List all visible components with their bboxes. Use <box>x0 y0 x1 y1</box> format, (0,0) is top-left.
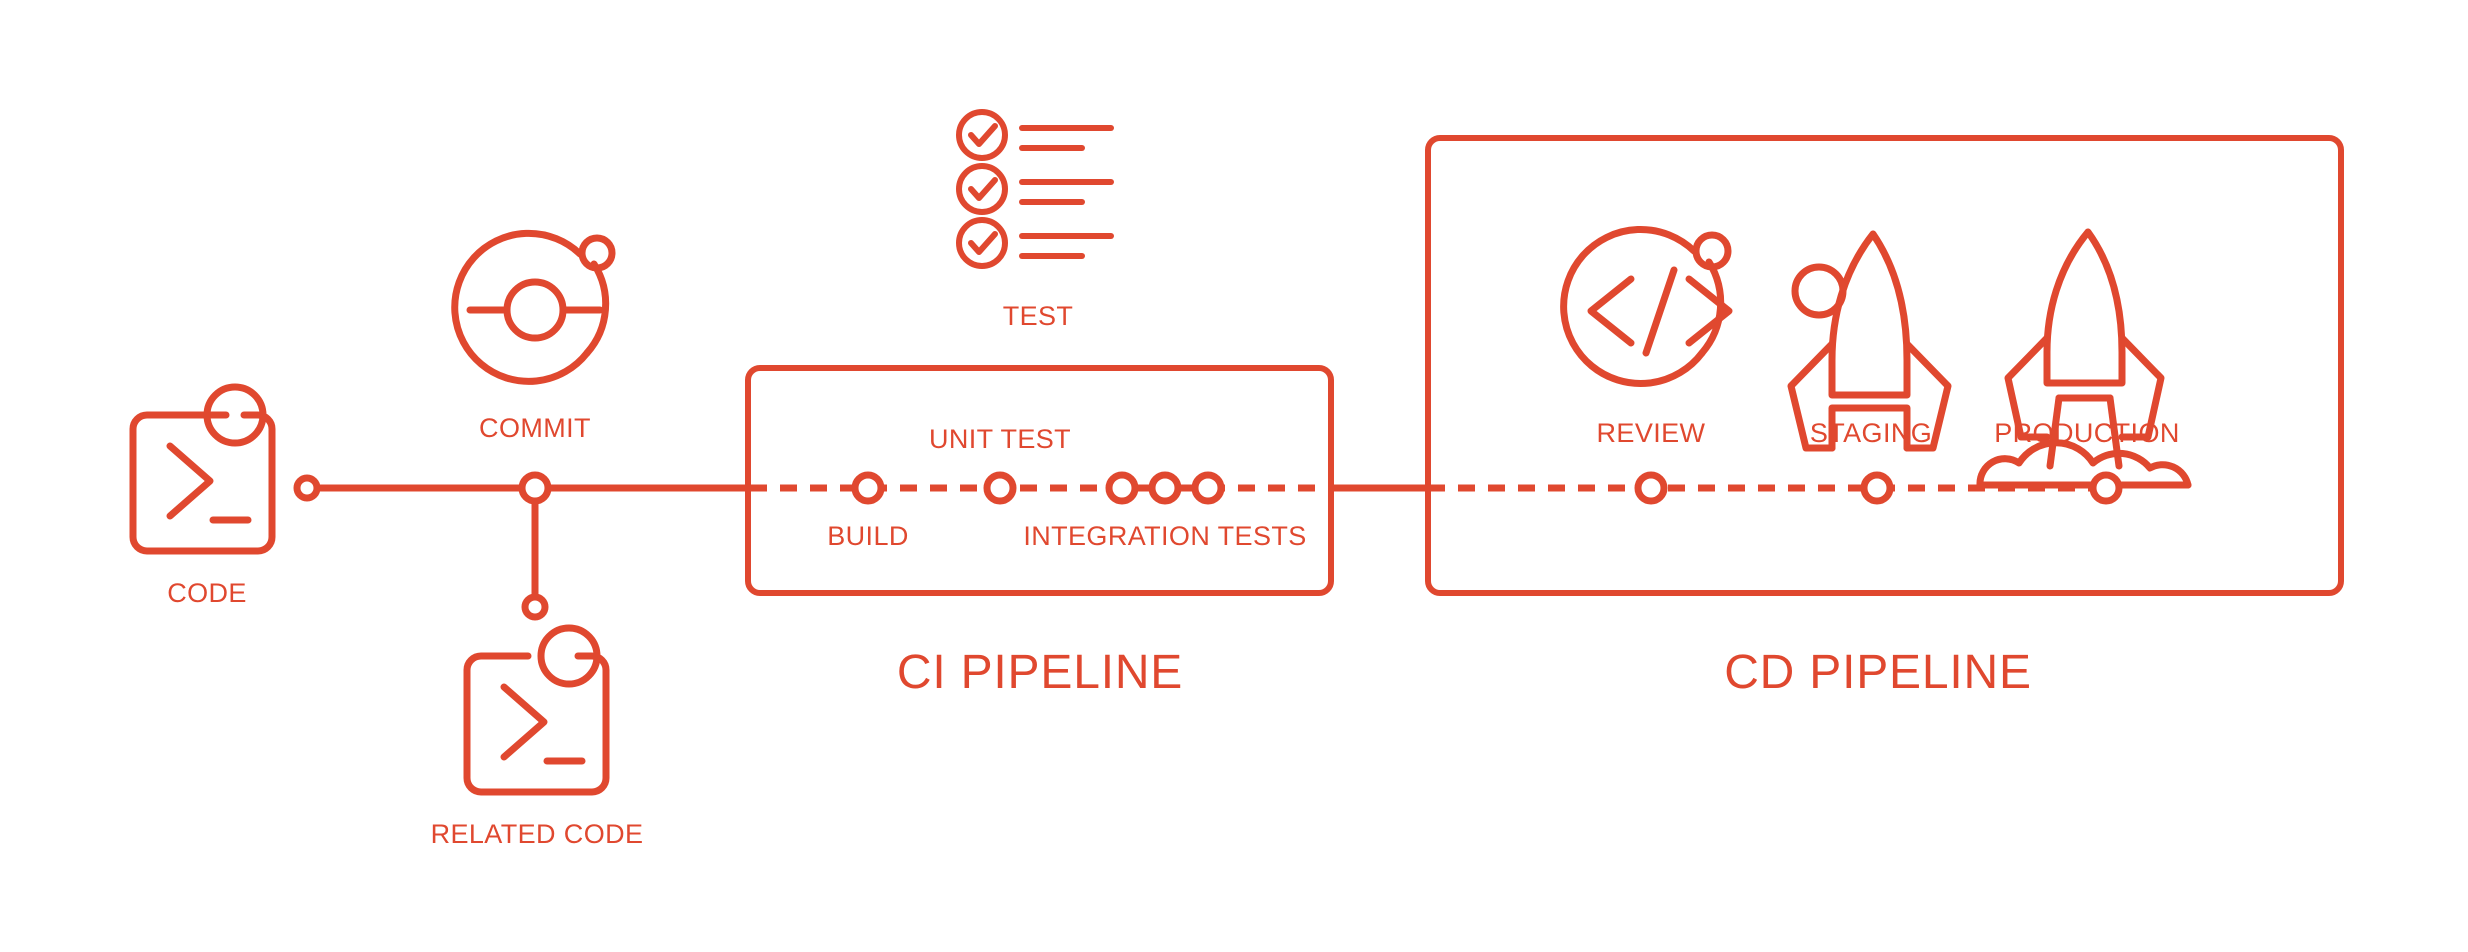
cd-node-production[interactable] <box>2089 471 2123 505</box>
ci-pipeline-title: CI PIPELINE <box>897 646 1183 699</box>
ci-node-integration-1[interactable] <box>1105 471 1139 505</box>
cd-node-staging[interactable] <box>1860 471 1894 505</box>
code-review-icon <box>1560 226 1733 387</box>
code-node[interactable] <box>293 474 321 502</box>
cd-node-label-staging: STAGING <box>1810 418 1932 448</box>
ci-node-label-build: BUILD <box>827 521 909 551</box>
commit-orbit-icon <box>451 229 616 385</box>
ci-pipeline-box <box>745 365 1334 596</box>
ci-node-integration-3[interactable] <box>1191 471 1225 505</box>
cd-pipeline-title: CD PIPELINE <box>1724 646 2032 699</box>
commit-node[interactable] <box>518 471 552 505</box>
ci-node-build[interactable] <box>851 471 885 505</box>
cd-node-label-review: REVIEW <box>1597 418 1706 448</box>
commit-label: COMMIT <box>479 413 591 443</box>
rocket-icon <box>1787 230 1952 452</box>
cd-pipeline-box <box>1425 135 2344 596</box>
terminal-code-icon <box>129 383 276 555</box>
terminal-code-icon <box>463 624 610 796</box>
related-code-label: RELATED CODE <box>431 819 644 849</box>
related-code-node[interactable] <box>521 593 549 621</box>
ci-node-unit-test[interactable] <box>983 471 1017 505</box>
ci-node-label-integration-tests: INTEGRATION TESTS <box>1023 521 1306 551</box>
cd-node-label-production: PRODUCTION <box>1994 418 2180 448</box>
ci-node-integration-2[interactable] <box>1148 471 1182 505</box>
cd-node-review[interactable] <box>1634 471 1668 505</box>
checklist-icon <box>956 109 1114 269</box>
test-label: TEST <box>1003 301 1074 331</box>
code-label: CODE <box>167 578 247 608</box>
ci-node-label-unit-test: UNIT TEST <box>929 424 1071 454</box>
rocket-launch-icon <box>1976 228 2192 489</box>
